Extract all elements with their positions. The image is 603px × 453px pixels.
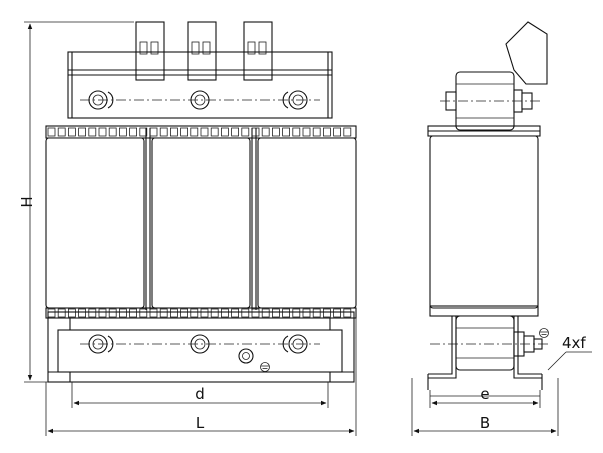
spacer-block — [139, 308, 148, 318]
spacer-block — [302, 308, 311, 318]
spacer-block — [322, 127, 331, 137]
spacer-block — [312, 308, 321, 318]
spacer-block — [271, 127, 280, 137]
spacer-block — [47, 308, 56, 318]
spacer-block — [282, 127, 291, 137]
spacer-block — [292, 308, 301, 318]
spacer-block — [333, 308, 342, 318]
spacer-block — [180, 127, 189, 137]
spacer-block — [261, 127, 270, 137]
spacer-block — [231, 127, 240, 137]
mount-spacing-label: e — [480, 385, 489, 403]
coils — [45, 128, 357, 310]
spacer-block — [292, 127, 301, 137]
spacer-block — [68, 127, 76, 137]
side-coil — [429, 135, 539, 309]
spacer-block — [190, 127, 199, 137]
spacer-block — [129, 127, 138, 137]
length-dimension: L — [45, 318, 357, 436]
spacer-block — [200, 127, 209, 137]
spacer-block — [57, 308, 66, 318]
spacer-block — [139, 127, 148, 137]
spacer-block — [108, 308, 117, 318]
width-label: B — [480, 414, 490, 432]
spacer-block — [343, 308, 352, 318]
hole-callout: 4xf — [547, 334, 592, 371]
spacer-block — [322, 308, 331, 318]
pitch-label: d — [195, 385, 205, 403]
height-label: H — [18, 196, 36, 207]
dimension-lines: H d L e B — [18, 21, 592, 436]
spacer-block — [200, 308, 209, 318]
pitch-dimension: d — [71, 382, 329, 408]
front-view — [45, 21, 357, 383]
spacer-block — [149, 127, 158, 137]
spacer-block — [57, 127, 66, 137]
spacer-block — [88, 308, 97, 318]
spacer-block — [68, 308, 76, 318]
spacer-block — [119, 308, 127, 318]
spacer-block — [241, 127, 250, 137]
spacer-block — [333, 127, 342, 137]
spacer-block — [108, 127, 117, 137]
spacer-block — [312, 127, 321, 137]
bottom-spacer-strip — [45, 307, 357, 319]
spacer-block — [231, 308, 240, 318]
spacer-block — [251, 308, 260, 318]
spacer-block — [190, 308, 199, 318]
spacer-block — [119, 127, 127, 137]
length-label: L — [196, 414, 205, 432]
top-clamp-frame — [67, 51, 333, 119]
spacer-block — [169, 308, 178, 318]
width-dimension: B — [411, 378, 559, 436]
spacer-block — [159, 308, 168, 318]
spacer-block — [78, 308, 86, 318]
side-bottom-clamp — [429, 305, 548, 371]
top-spacer-strip — [45, 125, 357, 139]
ground-symbol — [260, 362, 270, 372]
spacer-block — [220, 308, 229, 318]
mounting-feet — [427, 316, 543, 390]
spacer-block — [241, 308, 250, 318]
spacer-block — [98, 308, 107, 318]
spacer-block — [159, 127, 168, 137]
spacer-block — [129, 308, 138, 318]
spacer-block — [302, 127, 311, 137]
spacer-block — [210, 127, 219, 137]
spacer-block — [47, 127, 56, 137]
spacer-block — [271, 308, 280, 318]
height-dimension: H — [18, 21, 134, 383]
spacer-block — [78, 127, 86, 137]
spacer-block — [343, 127, 352, 137]
spacer-block — [282, 308, 291, 318]
bottom-clamp-frame — [47, 311, 355, 383]
spacer-block — [88, 127, 97, 137]
top-bolts — [80, 90, 320, 110]
spacer-block — [169, 127, 178, 137]
spacer-block — [180, 308, 189, 318]
spacer-block — [98, 127, 107, 137]
side-ground-symbol — [539, 328, 549, 338]
hole-label: 4xf — [562, 334, 586, 352]
spacer-block — [261, 308, 270, 318]
bottom-bolts — [80, 334, 320, 364]
side-view — [427, 21, 549, 390]
mount-spacing-dimension: e — [429, 385, 541, 408]
side-terminal — [440, 21, 548, 131]
spacer-block — [220, 127, 229, 137]
spacer-block — [210, 308, 219, 318]
spacer-block — [149, 308, 158, 318]
terminal-tabs — [135, 21, 273, 81]
